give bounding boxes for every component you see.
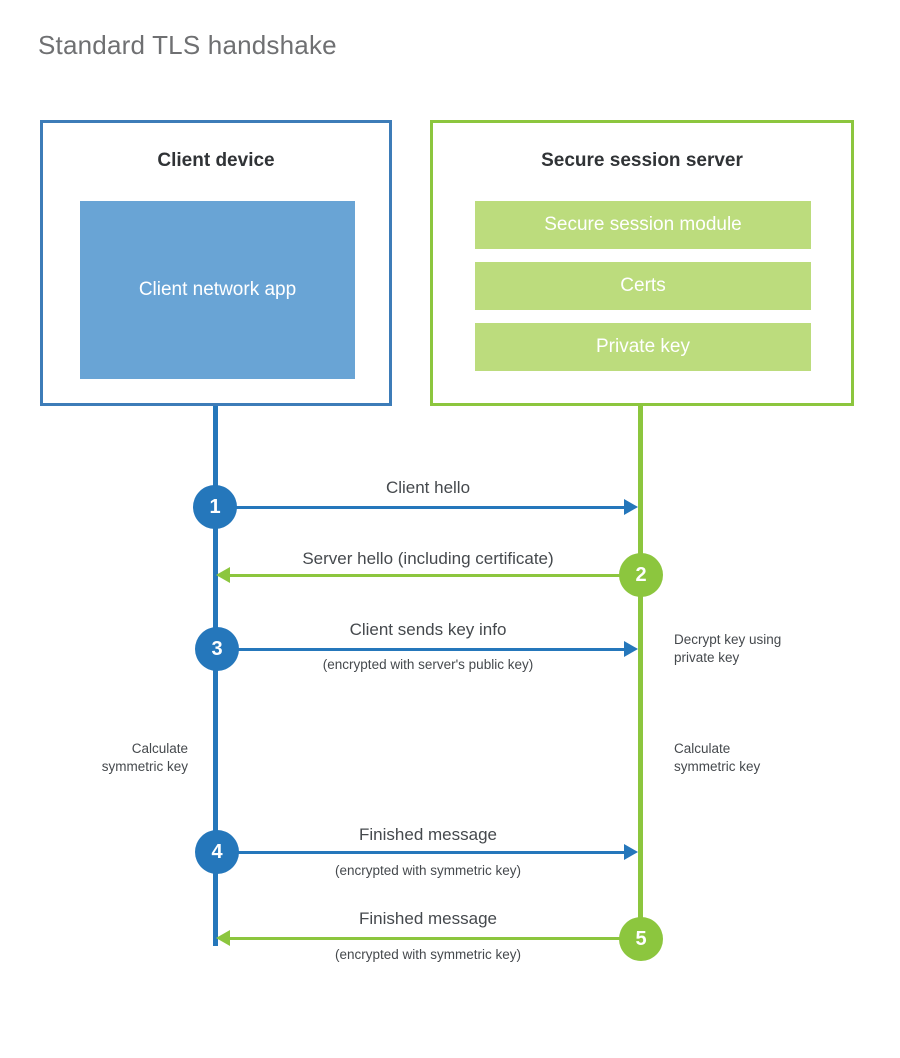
step-3-arrow-line bbox=[216, 648, 624, 651]
step-4-marker[interactable]: 4 bbox=[195, 830, 239, 874]
step-3-marker[interactable]: 3 bbox=[195, 627, 239, 671]
step-1-arrow-head-icon bbox=[624, 499, 638, 515]
note-client-calculate-symmetric-key: Calculate symmetric key bbox=[101, 741, 188, 775]
step-5-arrow-line bbox=[229, 937, 641, 940]
step-2-label: Server hello (including certificate) bbox=[302, 549, 554, 568]
note-server-calculate-symmetric-key: Calculate symmetric key bbox=[674, 741, 761, 775]
step-4-arrow-head-icon bbox=[624, 844, 638, 860]
step-5-label: Finished message bbox=[359, 909, 497, 928]
server-component-list: Secure session module Certs Private key bbox=[475, 201, 811, 371]
client-lifeline bbox=[213, 406, 218, 946]
step-3-arrow-head-icon bbox=[624, 641, 638, 657]
step-1-label: Client hello bbox=[385, 478, 471, 497]
note-decrypt-key: Decrypt key using private key bbox=[674, 632, 782, 666]
step-4-arrow-line bbox=[216, 851, 624, 854]
step-1-arrow-line bbox=[216, 506, 624, 509]
server-component-certs: Certs bbox=[475, 262, 811, 310]
step-3-label: Client sends key info bbox=[349, 620, 507, 639]
step-4-label: Finished message bbox=[359, 825, 497, 844]
client-device-box: Client device Client network app bbox=[40, 120, 392, 406]
step-2-arrow-line bbox=[229, 574, 641, 577]
step-5-marker[interactable]: 5 bbox=[619, 917, 663, 961]
client-device-title: Client device bbox=[157, 150, 275, 171]
step-3-sublabel: (encrypted with server's public key) bbox=[322, 657, 534, 672]
secure-session-server-box: Secure session server Secure session mod… bbox=[430, 120, 854, 406]
server-lifeline bbox=[638, 406, 643, 939]
secure-session-server-title: Secure session server bbox=[541, 150, 743, 171]
step-5-sublabel: (encrypted with symmetric key) bbox=[334, 947, 522, 962]
step-2-marker[interactable]: 2 bbox=[619, 553, 663, 597]
step-2-arrow-head-icon bbox=[216, 567, 230, 583]
client-network-app-block: Client network app bbox=[80, 201, 355, 379]
step-5-arrow-head-icon bbox=[216, 930, 230, 946]
server-component-private-key: Private key bbox=[475, 323, 811, 371]
step-4-sublabel: (encrypted with symmetric key) bbox=[334, 863, 522, 878]
page-title: Standard TLS handshake bbox=[38, 30, 337, 60]
server-component-secure-session-module: Secure session module bbox=[475, 201, 811, 249]
step-1-marker[interactable]: 1 bbox=[193, 485, 237, 529]
